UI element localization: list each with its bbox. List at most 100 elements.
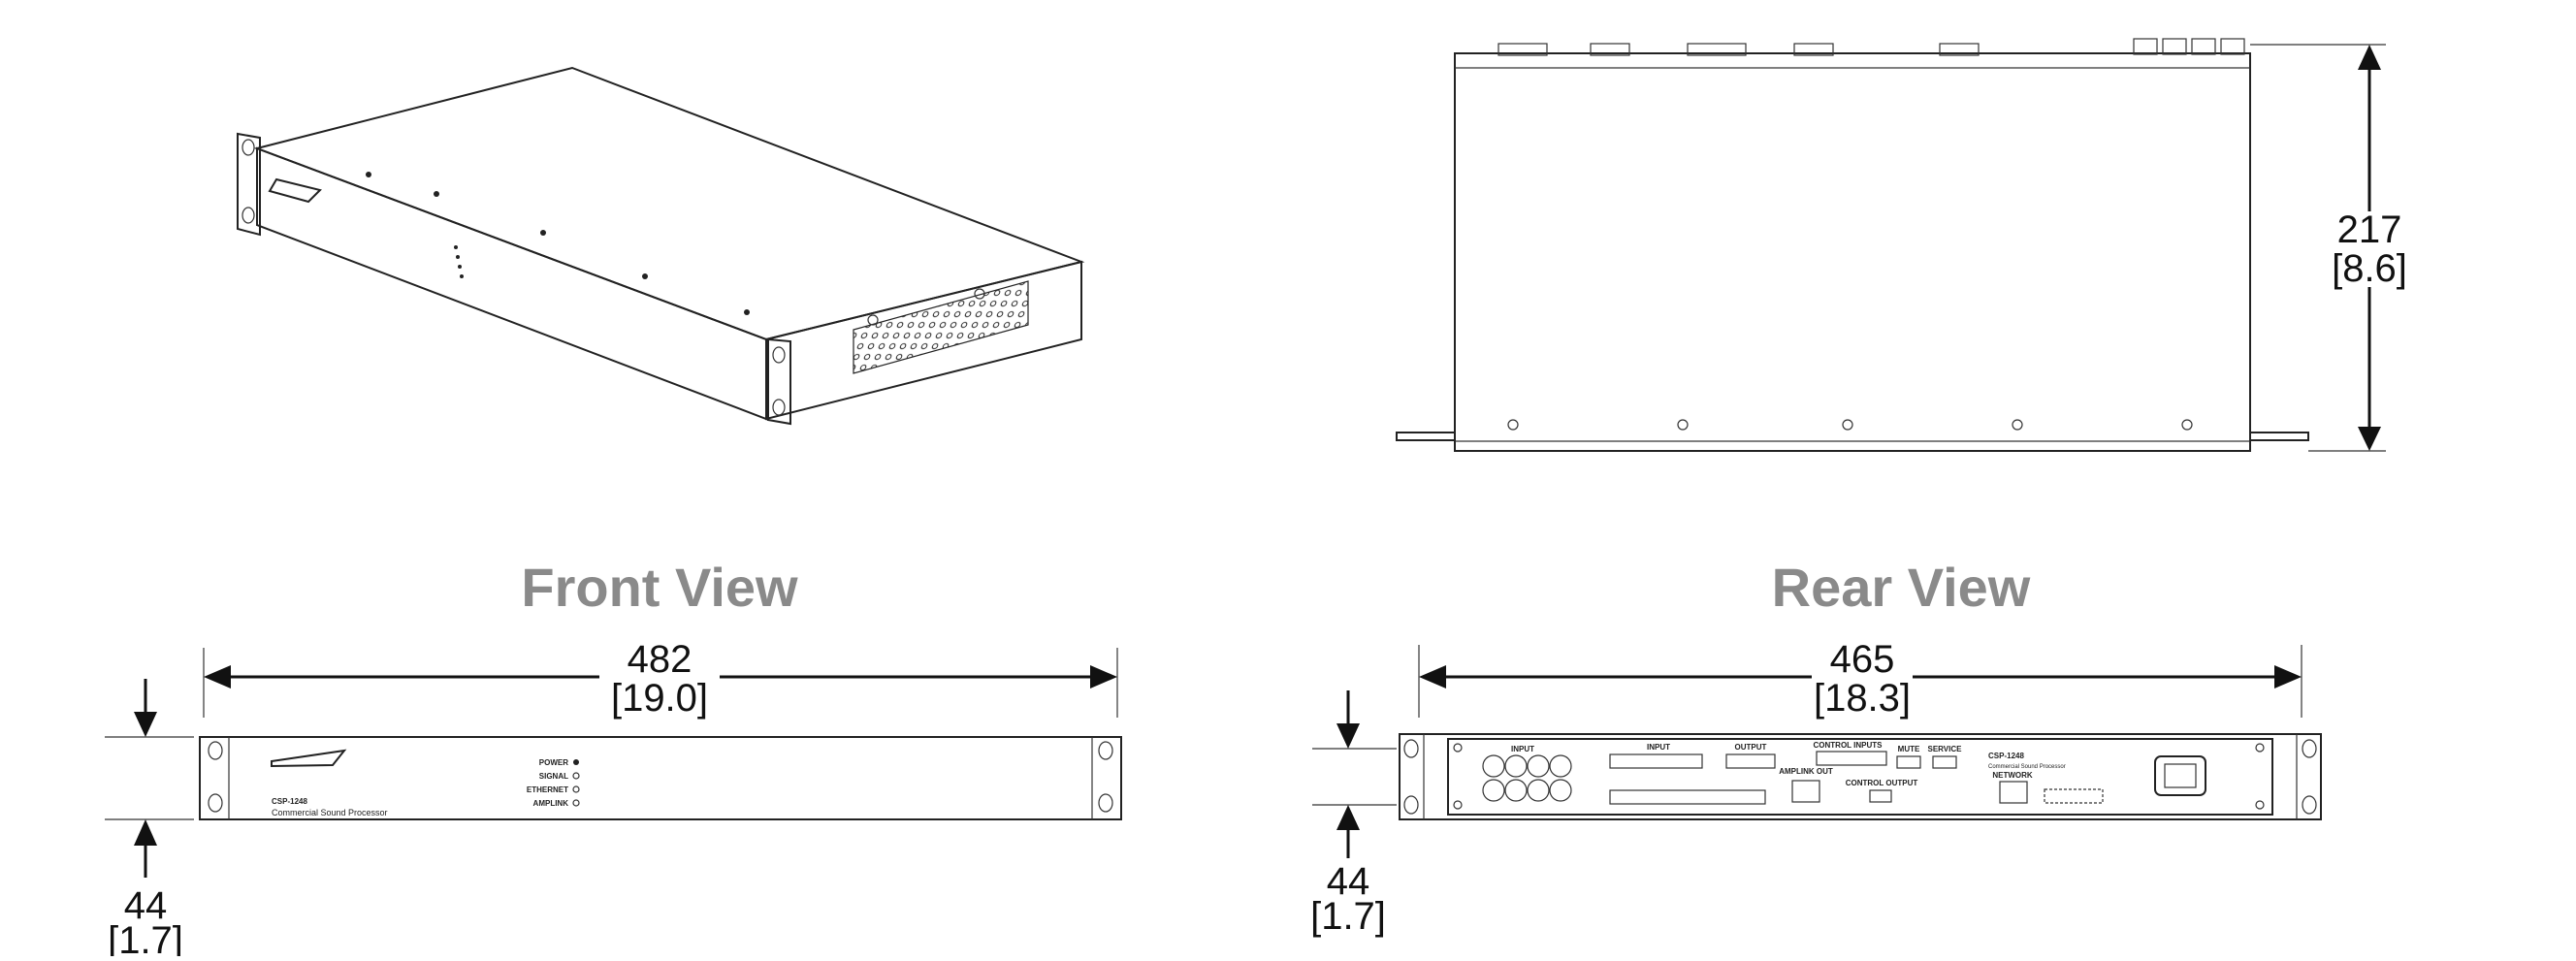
iso-ear-hole	[772, 399, 786, 416]
depth-inch-label: [8.6]	[2332, 247, 2407, 290]
top-view-connector	[2220, 38, 2245, 55]
front-width-inch-label: [19.0]	[611, 677, 708, 720]
iso-logo-mark	[268, 177, 322, 204]
rack-hole	[1403, 795, 1419, 815]
rear-height-inch-label: [1.7]	[1310, 895, 1386, 938]
screw-icon	[1453, 800, 1463, 810]
iso-indicators	[454, 245, 464, 278]
rear-network-label: NETWORK	[1992, 771, 2033, 780]
top-view-ear-right	[2249, 432, 2309, 441]
ethernet-port-icon	[1791, 780, 1820, 803]
top-view-connector	[1497, 43, 1548, 56]
rear-control-output-label: CONTROL OUTPUT	[1846, 779, 1918, 787]
screw-icon	[867, 314, 879, 326]
iso-top-screws	[366, 172, 750, 315]
top-view-chassis	[1454, 52, 2251, 452]
iso-ear-hole	[772, 346, 786, 364]
service-port	[1932, 755, 1957, 769]
screw-icon	[2255, 800, 2265, 810]
arrow-right-icon	[1090, 665, 1117, 689]
front-subtitle-label: Commercial Sound Processor	[272, 808, 388, 817]
rear-panel	[1447, 738, 2273, 816]
front-view: 482 [19.0] CSP-1248 Commercial Sound Pro…	[105, 638, 1122, 961]
control-inputs-terminal	[1816, 751, 1887, 766]
arrow-down-icon	[134, 712, 157, 737]
iso-side-face	[765, 260, 1082, 421]
output-terminal-block	[1725, 753, 1776, 769]
control-output-terminal	[1869, 789, 1892, 803]
input-terminal-block-lower	[1609, 789, 1766, 805]
indicator-label-power: POWER	[539, 758, 568, 767]
led-icon	[572, 772, 580, 780]
front-model-label: CSP-1248	[272, 797, 307, 806]
iec-power-inlet-inner	[2164, 763, 2197, 788]
screw-icon	[1453, 743, 1463, 753]
iso-ear-hole	[242, 207, 255, 224]
rear-amplink-label: AMPLINK OUT	[1779, 767, 1833, 776]
arrow-left-icon	[1419, 665, 1446, 689]
top-view-connector	[1687, 43, 1747, 56]
arrow-up-icon	[2358, 45, 2381, 70]
input-terminal-block-upper	[1609, 753, 1703, 769]
rear-view: 465 [18.3] INPUT INPUT OUTPUT CONTROL IN…	[1310, 638, 2322, 938]
rear-model-label: CSP-1248	[1988, 752, 2024, 760]
indicator-label-amplink: AMPLINK	[533, 799, 569, 808]
front-height-mm-label: 44	[124, 884, 168, 927]
rear-width-mm-label: 465	[1830, 638, 1895, 681]
front-view-title: Front View	[521, 557, 798, 618]
rack-hole	[208, 793, 223, 813]
rack-hole	[1403, 739, 1419, 758]
top-view-connector	[2191, 38, 2216, 55]
indicator-label-ethernet: ETHERNET	[527, 785, 568, 794]
rear-service-label: SERVICE	[1928, 745, 1963, 753]
top-view-connector	[2162, 38, 2187, 55]
label-area	[2044, 788, 2104, 804]
rear-subtitle-label: Commercial Sound Processor	[1988, 764, 2066, 770]
ethernet-port-icon	[1999, 781, 2028, 804]
arrow-down-icon	[1336, 723, 1360, 749]
rear-input-terminal-label: INPUT	[1647, 743, 1670, 752]
iso-top-face	[253, 66, 1085, 341]
isometric-view	[237, 66, 1085, 426]
indicator-label-signal: SIGNAL	[539, 772, 568, 781]
rack-hole	[2302, 795, 2317, 815]
led-icon	[572, 799, 580, 807]
top-view-connector	[1939, 43, 1980, 56]
rca-jacks	[1482, 754, 1572, 802]
front-width-mm-label: 482	[628, 638, 692, 681]
front-panel	[199, 736, 1122, 820]
iso-front-face	[256, 146, 767, 421]
top-view-connector	[2133, 38, 2158, 55]
arrow-up-icon	[1336, 805, 1360, 830]
rear-control-inputs-label: CONTROL INPUTS	[1814, 741, 1884, 750]
screw-icon	[974, 288, 985, 300]
front-height-inch-label: [1.7]	[108, 919, 183, 956]
rack-hole	[208, 741, 223, 760]
iso-rack-ear-left	[237, 132, 261, 237]
arrow-right-icon	[2274, 665, 2302, 689]
arrow-down-icon	[2358, 427, 2381, 451]
rear-input-rca-label: INPUT	[1511, 745, 1534, 753]
led-icon	[572, 785, 580, 793]
rear-view-title: Rear View	[1772, 557, 2031, 618]
rack-hole	[1098, 741, 1113, 760]
top-view-connector	[1793, 43, 1834, 56]
arrow-up-icon	[134, 819, 157, 846]
top-view-ear-left	[1396, 432, 1456, 441]
led-icon	[573, 759, 579, 765]
rack-hole	[1098, 793, 1113, 813]
rear-mute-label: MUTE	[1898, 745, 1920, 753]
front-indicators: POWER SIGNAL ETHERNET AMPLINK	[527, 758, 580, 808]
top-view-screws	[1507, 419, 2193, 431]
rear-width-inch-label: [18.3]	[1814, 677, 1911, 720]
depth-mm-label: 217	[2337, 208, 2402, 251]
mute-terminal	[1896, 755, 1921, 769]
iec-power-inlet-icon	[2154, 755, 2206, 796]
iso-rack-ear-right	[767, 337, 791, 426]
screw-icon	[2255, 743, 2265, 753]
top-view-connector	[1590, 43, 1630, 56]
rack-hole	[2302, 739, 2317, 758]
front-logo-mark	[271, 749, 347, 768]
